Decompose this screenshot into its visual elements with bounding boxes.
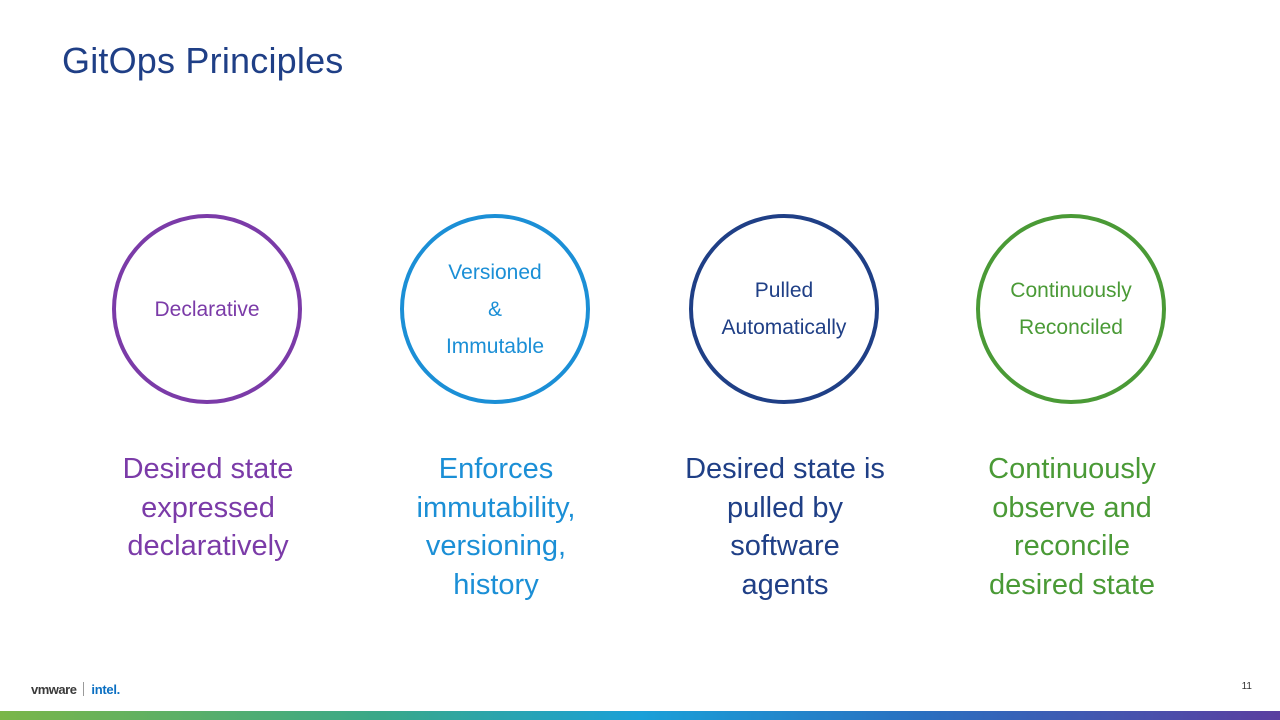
description-line: immutability, [416, 491, 576, 524]
description-line: software [730, 530, 840, 562]
principle-description: Continuously observe and reconcile desir… [952, 450, 1192, 604]
description-line: declaratively [127, 530, 289, 562]
circle-label-line: Declarative [154, 297, 260, 321]
principle-circle: Versioned & Immutable [400, 214, 590, 404]
circle-label-line: Pulled [754, 279, 814, 302]
description-line: expressed [141, 491, 275, 524]
principle-circle: Declarative [112, 214, 302, 404]
circle-label-line: Versioned [448, 260, 542, 284]
principle-circle: Pulled Automatically [689, 214, 879, 404]
circle-label-line: & [487, 297, 502, 321]
footer-logos: vmware intel. [31, 680, 120, 698]
description-line: agents [741, 568, 829, 601]
description-line: Desired state [122, 453, 294, 485]
logo-divider [83, 682, 85, 696]
description-line: Desired state is [685, 453, 885, 485]
circle-label-line: Continuously [1010, 279, 1132, 302]
description-line: history [453, 568, 539, 601]
description-line: reconcile [1013, 530, 1131, 562]
circle-label-line: Automatically [721, 316, 847, 339]
description-line: versioning, [425, 530, 567, 562]
principle-description: Desired state is pulled by software agen… [665, 450, 905, 604]
description-line: observe and [992, 491, 1152, 524]
description-line: desired state [988, 568, 1156, 601]
principle-declarative: Declarative Desired state expressed decl… [88, 214, 328, 614]
principle-pulled-automatically: Pulled Automatically Desired state is pu… [665, 214, 905, 614]
bottom-gradient-bar [0, 711, 1280, 720]
description-line: Enforces [438, 453, 554, 485]
intel-logo: intel. [91, 681, 120, 697]
principle-circle: Continuously Reconciled [976, 214, 1166, 404]
vmware-logo: vmware [31, 681, 77, 697]
principle-continuously-reconciled: Continuously Reconciled Continuously obs… [952, 214, 1192, 614]
page-number: 11 [1241, 681, 1252, 692]
description-line: Continuously [988, 453, 1156, 485]
slide-title: GitOps Principles [62, 40, 344, 81]
principle-versioned-immutable: Versioned & Immutable Enforces immutabil… [376, 214, 616, 614]
circle-label-line: Immutable [445, 334, 545, 358]
circle-label-line: Reconciled [1019, 316, 1123, 339]
principle-description: Desired state expressed declaratively [88, 450, 328, 566]
principle-description: Enforces immutability, versioning, histo… [376, 450, 616, 604]
description-line: pulled by [726, 491, 844, 524]
